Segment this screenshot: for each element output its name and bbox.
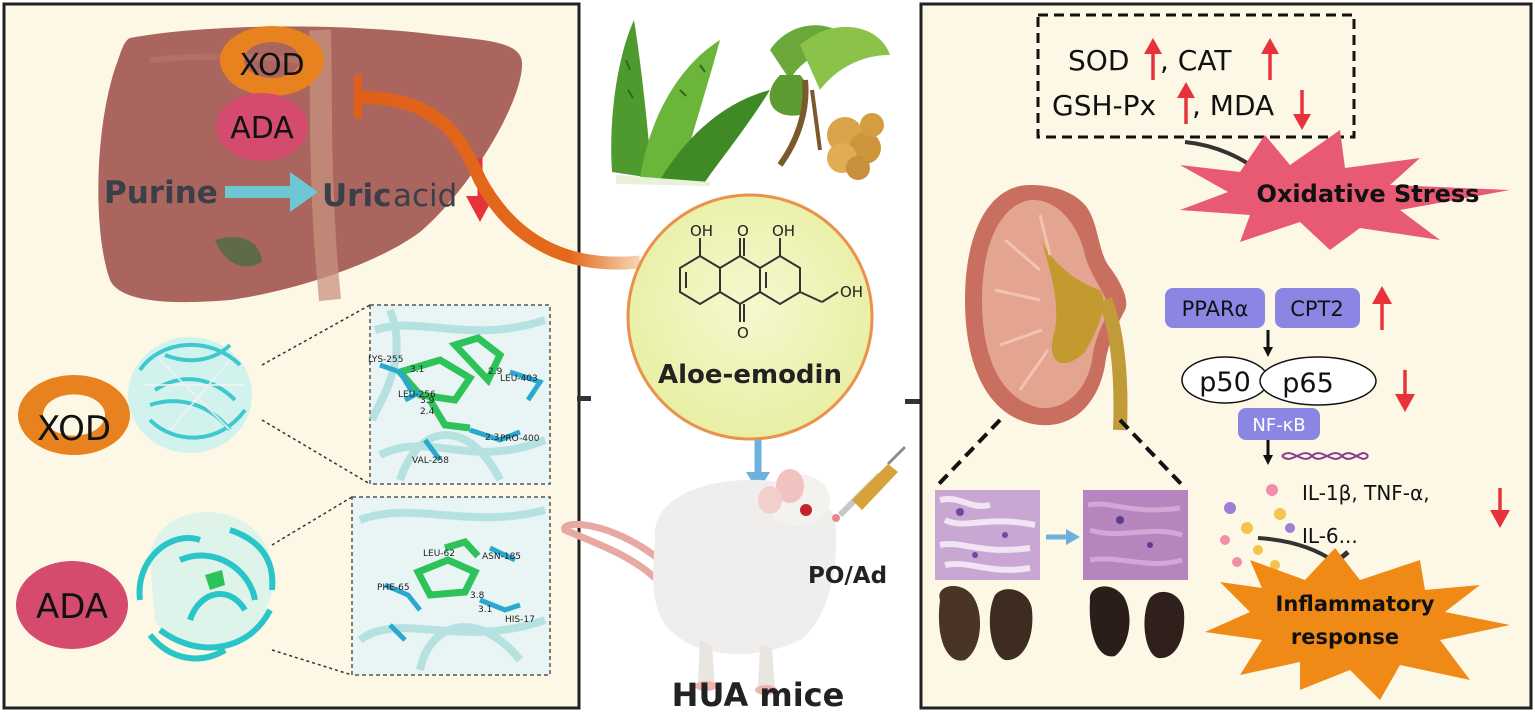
emodin-oh-right: OH (772, 222, 795, 240)
inflam-line2: response (1291, 625, 1399, 649)
treatment-label: PO/Ad (808, 563, 887, 589)
purine-label: Purine (104, 175, 218, 211)
rhubarb-plant-illustration (769, 25, 890, 180)
ada-residue-1: LEU-62 (423, 549, 455, 559)
gshpx-up-arrow (1177, 82, 1195, 124)
marker-cat: , CAT (1160, 44, 1232, 77)
xod-residue-5: PRO-400 (500, 434, 540, 444)
nfkb-box (1238, 408, 1320, 440)
aloe-emodin-compound: OH O OH O OH Aloe-emodin (626, 193, 874, 441)
cat-up-arrow (1261, 38, 1279, 80)
marker-gshpx: GSH-Px (1052, 89, 1156, 122)
compound-name: Aloe-emodin (658, 360, 842, 390)
uric-label-rest: acid (393, 178, 457, 214)
ppar-label: PPARα (1182, 297, 1249, 321)
emodin-oh-side: OH (840, 283, 863, 301)
oxidative-markers-box (1036, 13, 1356, 139)
kidney-photo-hua (938, 585, 1033, 661)
cytokine-particles (1220, 484, 1295, 570)
ada-distance-2: 3.1 (478, 605, 492, 615)
ppar-cpt2-up-arrow (1372, 286, 1392, 330)
inhibition-curve (361, 90, 641, 270)
marker-mda: , MDA (1192, 89, 1274, 122)
ada-docking-zoom: LEU-62 ASN-185 HIS-17 PHE-65 3.8 3.1 (351, 496, 551, 676)
emodin-structure (679, 238, 839, 322)
xod-badge: XOD (18, 375, 130, 455)
ppar-box (1165, 288, 1265, 328)
xod-residue-3: VAL-258 (412, 456, 449, 466)
liver-xod-badge: XOD (220, 26, 324, 96)
ada-residue-2: ASN-185 (482, 552, 521, 562)
inflammatory-burst (1205, 548, 1510, 700)
sod-up-arrow (1144, 38, 1162, 80)
mouse-illustration (561, 445, 907, 695)
liver-ada-badge: ADA (216, 93, 308, 161)
uric-label-bold: Uric (322, 178, 391, 214)
liver-xod-label: XOD (239, 48, 304, 83)
kidney-photo-treated (1089, 586, 1185, 659)
ada-docking-label: ADA (36, 587, 108, 627)
mda-down-arrow (1293, 90, 1311, 130)
left-connector (577, 396, 591, 401)
ada-residue-4: PHE-65 (377, 583, 410, 593)
p65-label: p65 (1282, 368, 1334, 399)
emodin-o-bottom: O (737, 324, 749, 342)
aloe-plant-illustration (611, 20, 770, 186)
oxidative-stress-burst (1180, 130, 1510, 250)
nfkb-label: NF-κB (1252, 415, 1305, 436)
right-connector (905, 399, 921, 404)
purine-to-uric-arrow (225, 172, 318, 212)
oxidative-label: Oxidative Stress (1257, 180, 1480, 208)
ada-badge: ADA (16, 561, 128, 649)
histology-hua (935, 490, 1040, 580)
kidney-illustration (965, 185, 1128, 431)
histology-arrow (1046, 529, 1080, 545)
cpt2-label: CPT2 (1290, 297, 1344, 321)
emodin-oh-left: OH (690, 222, 713, 240)
xod-distance-2: 3.9 (420, 396, 435, 406)
cytokine-down-arrow (1490, 488, 1510, 528)
xod-distance-1: 3.1 (410, 365, 424, 375)
ada-residue-3: HIS-17 (505, 615, 535, 625)
xod-residue-2: LEU-256 (398, 390, 436, 400)
p65-oval (1259, 356, 1377, 406)
marker-sod: SOD (1068, 44, 1129, 77)
xod-distance-5: 2.3 (485, 433, 499, 443)
p65-down-arrow (1395, 370, 1415, 412)
emodin-o-top: O (737, 222, 749, 240)
mice-title: HUA mice (672, 676, 845, 713)
xod-docking-label: XOD (37, 409, 111, 449)
histology-treated (1083, 490, 1188, 580)
ada-distance-1: 3.8 (470, 591, 485, 601)
xod-distance-3: 2.4 (420, 407, 435, 417)
xod-residue-1: LYS-255 (368, 355, 403, 365)
liver-ada-label: ADA (230, 111, 294, 146)
dna-strand (1281, 452, 1369, 460)
xod-distance-4: 2.9 (488, 367, 503, 377)
ada-protein-structure (136, 512, 276, 662)
cpt2-box (1275, 288, 1360, 328)
p50-label: p50 (1199, 367, 1251, 398)
xod-protein-structure (128, 337, 252, 453)
inflam-line1: Inflammatory (1276, 592, 1435, 616)
cytokines-line1: IL-1β, TNF-α, (1302, 481, 1430, 505)
xod-docking-zoom: LYS-255 LEU-256 VAL-258 LEU-403 PRO-400 … (368, 304, 551, 485)
cytokines-line2: IL-6... (1302, 524, 1358, 548)
xod-residue-4: LEU-403 (500, 374, 538, 384)
